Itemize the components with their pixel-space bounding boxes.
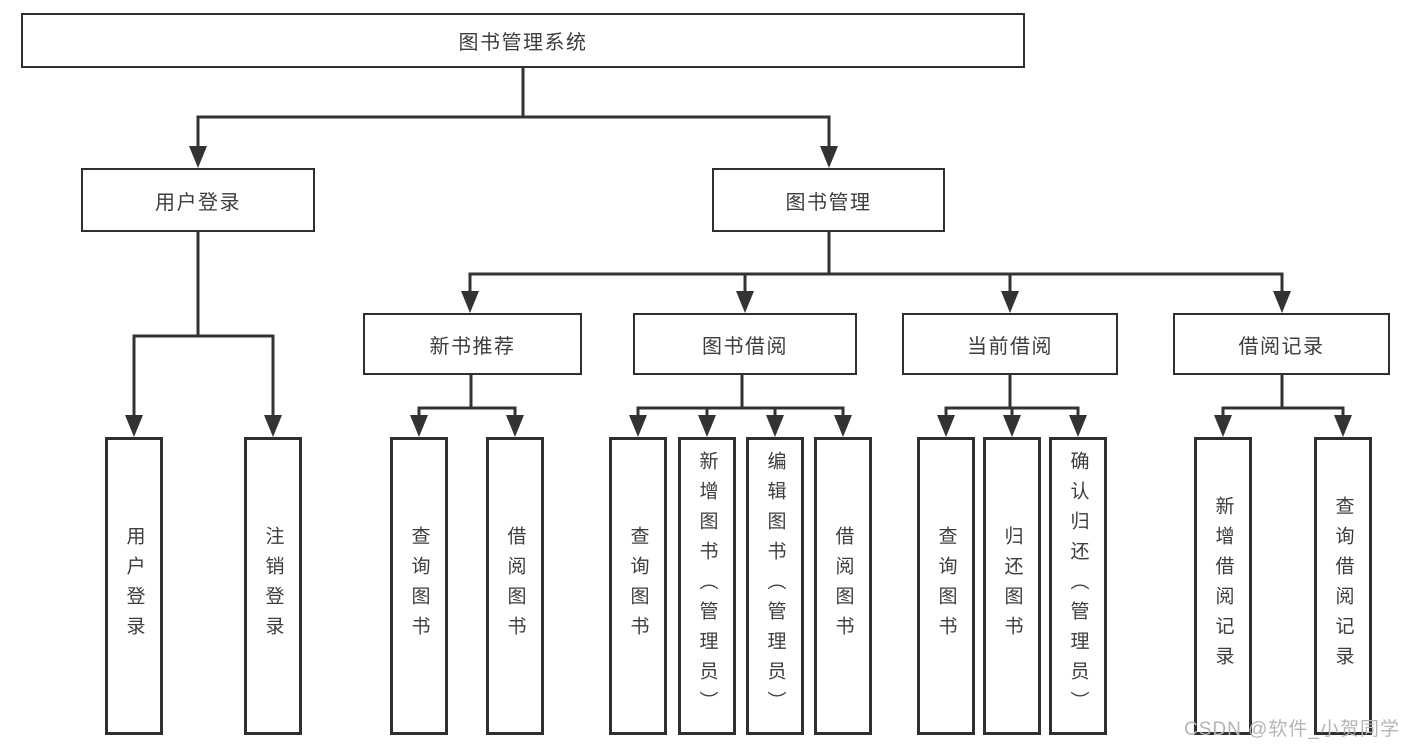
arrowhead-icon: [506, 415, 524, 437]
leaf-user-login: 用户登录: [105, 437, 163, 735]
leaf-query-borrow-record-label: 查询借阅记录: [1332, 496, 1354, 676]
csdn-watermark: CSDN @软件_小贺同学: [1184, 719, 1400, 740]
node-borrow-records-label: 借阅记录: [1238, 335, 1325, 358]
leaf-edit-book-admin: 编辑图书（管理员）: [746, 437, 804, 735]
leaf-query-borrow-record: 查询借阅记录: [1314, 437, 1372, 735]
leaf-confirm-return-admin-label: 确认归还（管理员）: [1067, 451, 1089, 721]
arrowhead-icon: [189, 146, 207, 168]
node-new-book-recommend-label: 新书推荐: [429, 335, 516, 358]
arrowhead-icon: [698, 415, 716, 437]
leaf-add-book-admin: 新增图书（管理员）: [678, 437, 736, 735]
node-book-management: 图书管理: [712, 168, 945, 232]
leaf-borrow-books-label: 借阅图书: [832, 526, 854, 646]
leaf-add-book-admin-label: 新增图书（管理员）: [696, 451, 718, 721]
leaf-query-books-borrow: 查询图书: [609, 437, 667, 735]
arrowhead-icon: [937, 415, 955, 437]
arrowhead-icon: [629, 415, 647, 437]
leaf-query-books-recommend: 查询图书: [390, 437, 448, 735]
leaf-logout-label: 注销登录: [262, 526, 284, 646]
arrowhead-icon: [766, 415, 784, 437]
arrowhead-icon: [820, 146, 838, 168]
arrowhead-icon: [1003, 415, 1021, 437]
leaf-borrow-books: 借阅图书: [814, 437, 872, 735]
arrowhead-icon: [834, 415, 852, 437]
arrowhead-icon: [461, 291, 479, 313]
leaf-borrow-books-recommend-label: 借阅图书: [504, 526, 526, 646]
node-borrow-records: 借阅记录: [1173, 313, 1390, 375]
node-root-label: 图书管理系统: [458, 32, 588, 54]
arrowhead-icon: [410, 415, 428, 437]
leaf-borrow-books-recommend: 借阅图书: [486, 437, 544, 735]
leaf-confirm-return-admin: 确认归还（管理员）: [1049, 437, 1107, 735]
leaf-query-books-recommend-label: 查询图书: [408, 526, 430, 646]
arrowhead-icon: [736, 291, 754, 313]
arrowhead-icon: [264, 415, 282, 437]
leaf-query-books-current: 查询图书: [917, 437, 975, 735]
arrowhead-icon: [1334, 415, 1352, 437]
node-root: 图书管理系统: [21, 13, 1025, 68]
leaf-add-borrow-record: 新增借阅记录: [1194, 437, 1252, 735]
leaf-edit-book-admin-label: 编辑图书（管理员）: [764, 451, 786, 721]
arrowhead-icon: [1214, 415, 1232, 437]
arrowhead-icon: [125, 415, 143, 437]
node-current-borrow-label: 当前借阅: [967, 335, 1053, 358]
leaf-add-borrow-record-label: 新增借阅记录: [1212, 496, 1234, 676]
leaf-return-book-label: 归还图书: [1001, 526, 1023, 646]
node-book-borrow: 图书借阅: [633, 313, 857, 375]
node-book-borrow-label: 图书借阅: [702, 335, 788, 358]
leaf-query-books-borrow-label: 查询图书: [627, 526, 649, 646]
leaf-return-book: 归还图书: [983, 437, 1041, 735]
arrowhead-icon: [1001, 291, 1019, 313]
node-user-login: 用户登录: [81, 168, 315, 232]
leaf-logout: 注销登录: [244, 437, 302, 735]
leaf-query-books-current-label: 查询图书: [935, 526, 957, 646]
node-user-login-label: 用户登录: [155, 191, 241, 214]
arrowhead-icon: [1273, 291, 1291, 313]
arrowhead-icon: [1069, 415, 1087, 437]
node-new-book-recommend: 新书推荐: [363, 313, 582, 375]
node-current-borrow: 当前借阅: [902, 313, 1118, 375]
leaf-user-login-label: 用户登录: [123, 526, 145, 646]
node-book-management-label: 图书管理: [785, 191, 872, 214]
